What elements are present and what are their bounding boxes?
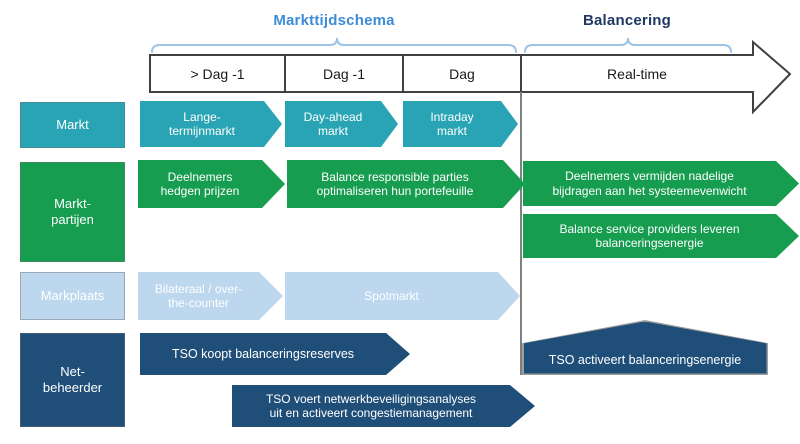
arrow-bilateraal-otc: Bilateraal / over- the-counter [138,272,283,320]
arrow-deelnemers-vermijden-nadelige: Deelnemers vermijden nadelige bijdragen … [523,161,799,206]
brace-markttijdschema [151,37,517,53]
arrow-tso-koopt-balanceringsreserves: TSO koopt balanceringsreserves [140,333,410,375]
timeline-column-real-time: Real-time [607,65,667,82]
row-label-marktpartijen: Markt- partijen [20,162,125,262]
timeline-column-dag-minus-1: Dag -1 [322,65,366,82]
arrow-intraday-markt: Intraday markt [403,101,518,147]
arrow-spotmarkt: Spotmarkt [285,272,520,320]
timeline-column-dag: Dag [449,65,475,82]
section-title-balancering: Balancering [582,12,672,29]
row-label-markplaats: Markplaats [20,272,125,320]
arrow-balance-responsible-parties: Balance responsible parties optimalisere… [287,160,525,208]
arrow-tso-voert-netwerkbeveiligingsanalyses: TSO voert netwerkbeveiligingsanalyses ui… [232,385,535,427]
arrow-lange-termijnmarkt: Lange- termijnmarkt [140,101,282,147]
brace-balancering [524,37,732,53]
timeline-column-dag-minus-1-plus: > Dag -1 [190,65,245,82]
arrow-balance-service-providers: Balance service providers leveren balanc… [523,214,799,258]
arrow-deelnemers-hedgen-prijzen: Deelnemers hedgen prijzen [138,160,285,208]
timeline-arrow-shape [149,39,792,115]
row-label-markt: Markt [20,102,125,148]
arrow-day-ahead-markt: Day-ahead markt [285,101,398,147]
section-title-markttijdschema: Markttijdschema [273,12,395,29]
row-label-netbeheerder: Net- beheerder [20,333,125,427]
